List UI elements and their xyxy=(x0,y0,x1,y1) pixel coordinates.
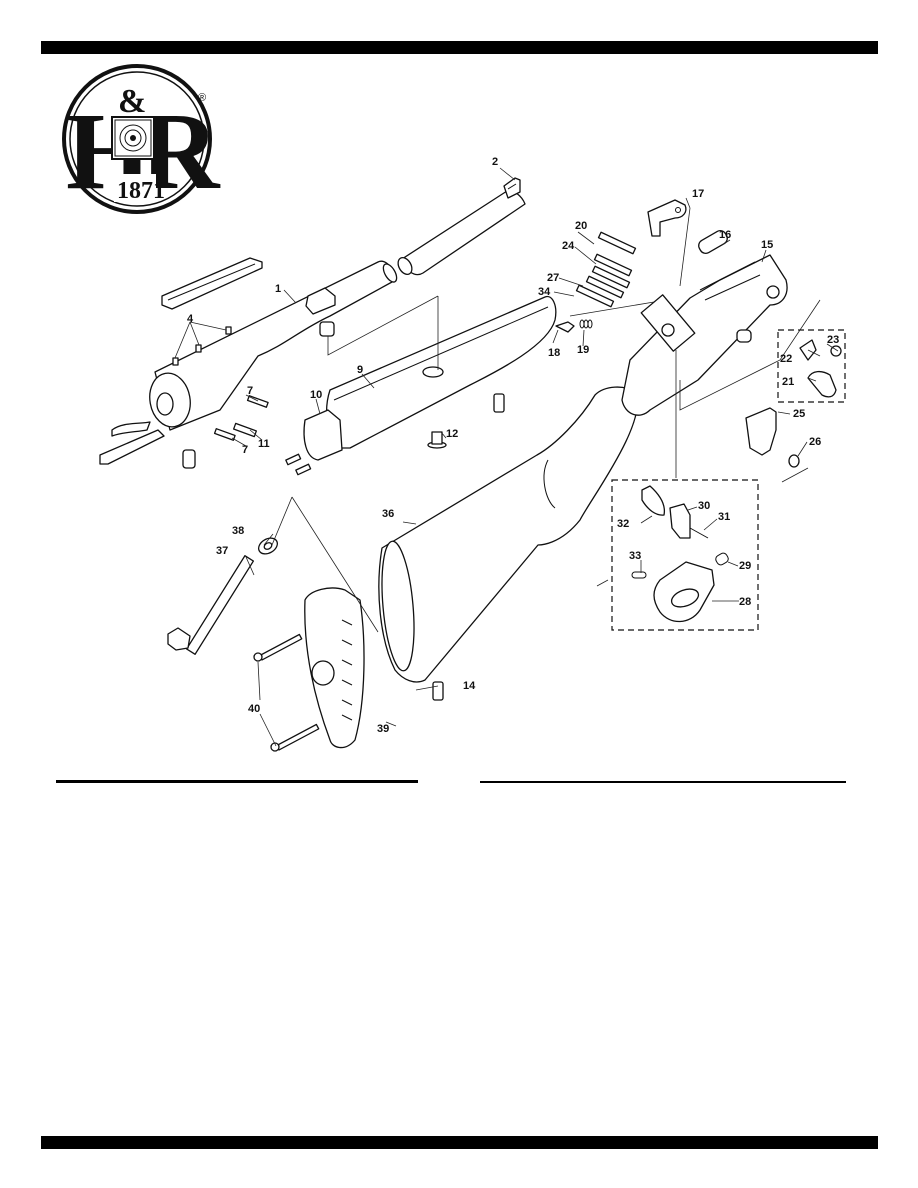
label-part-18: 18 xyxy=(548,347,560,359)
header-bar xyxy=(41,41,878,54)
label-part-15: 15 xyxy=(761,239,773,251)
label-part-31: 31 xyxy=(718,511,730,523)
label-part-39: 39 xyxy=(377,723,389,735)
label-part-21: 21 xyxy=(782,376,794,388)
label-part-29: 29 xyxy=(739,560,751,572)
part-frame xyxy=(621,254,788,416)
divider-left xyxy=(56,780,418,783)
part-stock-bolt xyxy=(167,537,278,655)
part-forearm xyxy=(285,295,557,476)
label-part-7b: 7 xyxy=(242,444,248,456)
label-part-26: 26 xyxy=(809,436,821,448)
label-part-17: 17 xyxy=(692,188,704,200)
part-trigger-group xyxy=(631,485,729,623)
part-stock xyxy=(378,386,638,701)
part-hinge-pin xyxy=(698,229,728,255)
label-part-38: 38 xyxy=(232,525,244,537)
leader-lines xyxy=(174,167,839,747)
label-part-28: 28 xyxy=(739,596,751,608)
registered-mark: ® xyxy=(198,92,206,104)
label-part-14: 14 xyxy=(463,680,476,692)
label-part-34: 34 xyxy=(538,286,551,298)
label-part-30: 30 xyxy=(698,500,710,512)
logo-ampersand: & xyxy=(118,83,146,120)
label-part-11: 11 xyxy=(258,438,270,450)
label-part-40: 40 xyxy=(248,703,260,715)
part-pins xyxy=(575,231,637,308)
label-part-16: 16 xyxy=(719,229,731,241)
part-sear xyxy=(745,407,800,468)
label-part-10: 10 xyxy=(310,389,322,401)
part-top-lever xyxy=(647,199,687,237)
trigger-group-box xyxy=(611,479,759,631)
brand-logo: H R & 1871 ® xyxy=(62,64,221,214)
label-part-7a: 7 xyxy=(247,385,253,397)
logo-year: 1871 xyxy=(117,178,165,204)
label-part-19: 19 xyxy=(577,344,589,356)
footer-bar xyxy=(41,1136,878,1149)
label-part-4: 4 xyxy=(187,313,194,325)
label-part-24: 24 xyxy=(562,240,575,252)
label-part-32: 32 xyxy=(617,518,629,530)
part-firing-pin xyxy=(555,319,593,333)
label-part-25: 25 xyxy=(793,408,805,420)
hammer-group-box xyxy=(777,329,846,403)
label-part-9: 9 xyxy=(357,364,363,376)
label-part-36: 36 xyxy=(382,508,394,520)
label-part-33: 33 xyxy=(629,550,641,562)
label-part-2: 2 xyxy=(492,156,498,168)
label-part-22: 22 xyxy=(780,353,792,365)
label-part-37: 37 xyxy=(216,545,228,557)
label-part-20: 20 xyxy=(575,220,587,232)
divider-right xyxy=(480,781,846,783)
label-part-1: 1 xyxy=(275,283,281,295)
part-labels: 1 2 4 7 7 9 10 11 12 14 15 16 17 18 19 2… xyxy=(187,156,839,735)
label-part-27: 27 xyxy=(547,272,559,284)
part-barrel xyxy=(99,177,526,469)
label-part-23: 23 xyxy=(827,334,839,346)
label-part-12: 12 xyxy=(446,428,458,440)
part-recoil-pad xyxy=(253,587,365,752)
